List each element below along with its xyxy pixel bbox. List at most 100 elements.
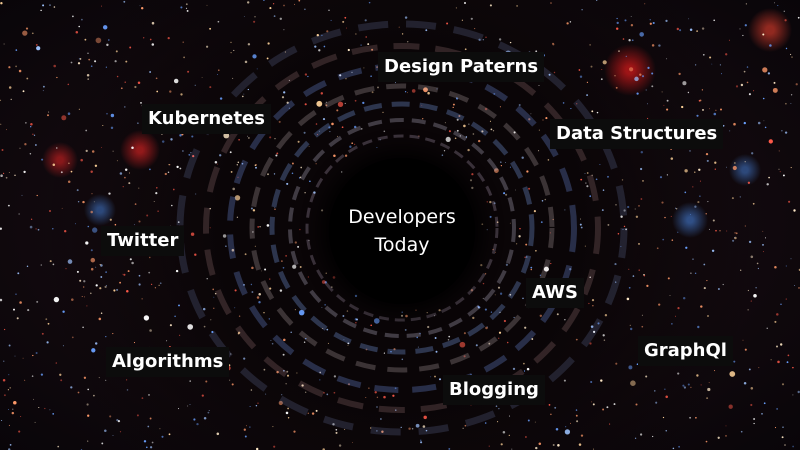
star bbox=[56, 76, 58, 79]
star bbox=[757, 267, 760, 270]
star bbox=[795, 83, 798, 86]
star bbox=[494, 168, 499, 173]
star bbox=[84, 296, 86, 298]
star bbox=[149, 446, 153, 449]
star bbox=[273, 15, 276, 17]
star bbox=[395, 82, 396, 84]
star bbox=[316, 33, 320, 37]
star bbox=[276, 370, 279, 374]
star bbox=[300, 166, 303, 169]
star bbox=[38, 406, 40, 409]
star bbox=[374, 391, 377, 394]
star bbox=[383, 352, 385, 354]
star bbox=[448, 447, 451, 450]
star bbox=[151, 441, 154, 444]
star bbox=[705, 440, 708, 443]
star bbox=[219, 97, 223, 100]
star bbox=[542, 119, 544, 121]
star bbox=[553, 71, 556, 74]
star bbox=[706, 314, 710, 318]
star bbox=[682, 384, 685, 387]
star bbox=[30, 122, 33, 126]
star bbox=[102, 25, 108, 30]
star bbox=[333, 154, 336, 157]
star bbox=[232, 77, 234, 79]
star bbox=[484, 308, 487, 311]
star bbox=[595, 178, 598, 181]
star bbox=[640, 198, 643, 200]
star bbox=[586, 81, 589, 84]
star bbox=[714, 168, 716, 170]
star bbox=[606, 406, 609, 409]
star bbox=[257, 402, 259, 404]
star bbox=[762, 244, 764, 246]
star bbox=[139, 5, 141, 7]
star bbox=[539, 314, 543, 318]
star bbox=[392, 394, 395, 397]
star bbox=[782, 426, 784, 428]
star bbox=[421, 105, 423, 107]
star bbox=[408, 427, 411, 430]
star bbox=[692, 258, 694, 260]
star bbox=[110, 126, 114, 130]
star bbox=[622, 229, 624, 231]
star bbox=[765, 237, 766, 239]
star bbox=[683, 386, 687, 389]
star bbox=[530, 113, 532, 115]
star bbox=[2, 378, 6, 382]
star bbox=[5, 176, 8, 179]
star bbox=[206, 4, 208, 6]
star bbox=[82, 326, 84, 329]
star bbox=[74, 223, 77, 225]
star bbox=[285, 383, 287, 385]
star bbox=[292, 264, 297, 269]
star bbox=[528, 187, 531, 190]
star bbox=[3, 43, 5, 45]
star bbox=[636, 363, 639, 366]
star bbox=[196, 422, 199, 426]
star bbox=[394, 387, 397, 390]
star bbox=[715, 109, 717, 111]
star bbox=[785, 47, 788, 50]
star bbox=[40, 9, 42, 12]
star bbox=[284, 51, 286, 53]
star bbox=[9, 444, 12, 446]
star bbox=[781, 130, 783, 132]
star bbox=[244, 253, 247, 256]
star bbox=[597, 322, 600, 325]
star bbox=[147, 425, 150, 428]
star bbox=[734, 232, 736, 234]
star bbox=[687, 383, 690, 386]
star bbox=[68, 162, 70, 165]
star bbox=[187, 324, 194, 330]
star bbox=[119, 172, 123, 175]
star bbox=[545, 117, 548, 120]
star bbox=[531, 338, 534, 340]
star bbox=[498, 38, 502, 41]
star bbox=[750, 255, 754, 259]
star bbox=[281, 394, 283, 396]
star bbox=[681, 105, 684, 109]
star bbox=[230, 353, 232, 355]
star bbox=[708, 108, 710, 110]
star bbox=[695, 416, 697, 419]
star bbox=[552, 218, 554, 221]
star bbox=[505, 193, 508, 196]
star bbox=[625, 55, 627, 58]
star bbox=[49, 409, 51, 411]
star bbox=[452, 103, 455, 106]
star bbox=[615, 86, 618, 89]
star bbox=[721, 73, 723, 75]
star bbox=[757, 121, 761, 125]
star bbox=[87, 414, 90, 417]
star bbox=[7, 389, 9, 391]
star bbox=[354, 99, 357, 102]
star bbox=[499, 311, 501, 314]
star bbox=[159, 282, 162, 285]
star bbox=[687, 91, 690, 94]
star bbox=[639, 73, 642, 76]
star bbox=[524, 326, 527, 329]
star bbox=[471, 173, 474, 176]
star bbox=[416, 336, 419, 339]
star bbox=[301, 384, 304, 387]
